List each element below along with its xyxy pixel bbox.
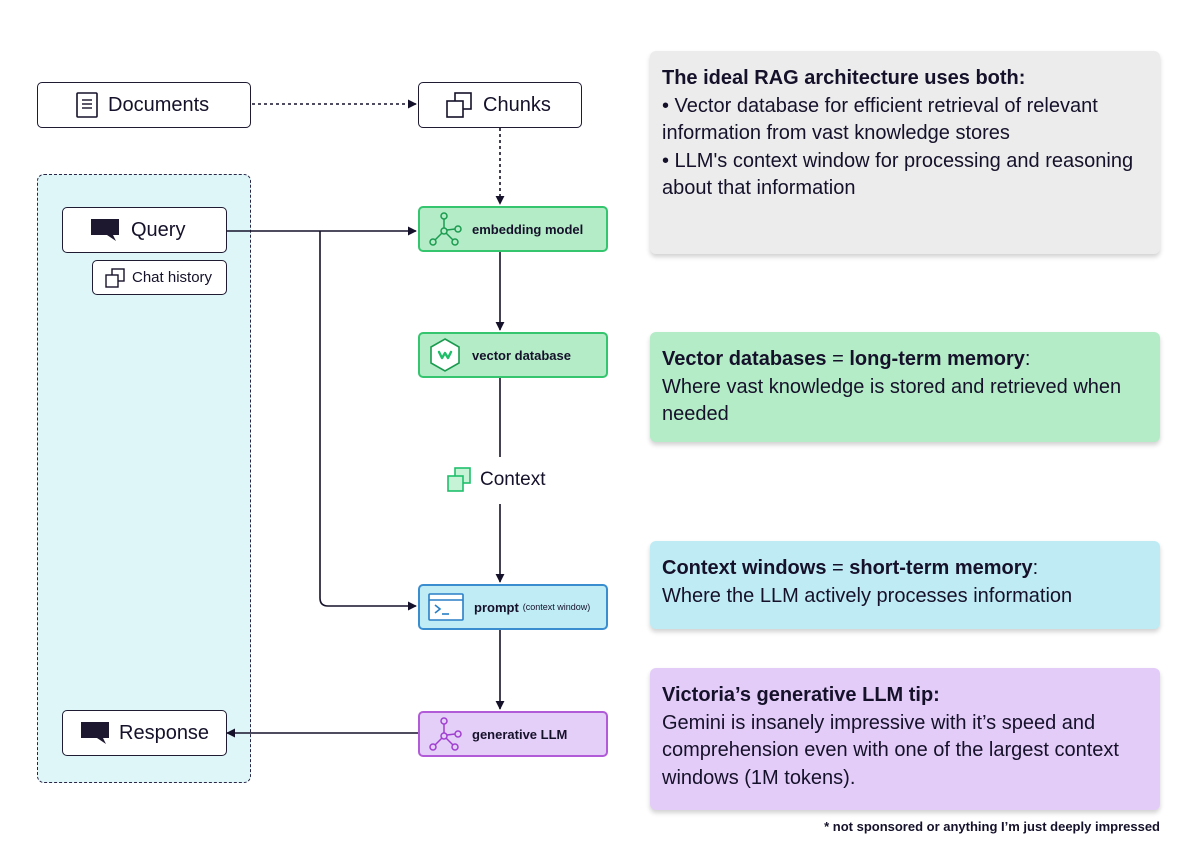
context-colon: : [1032,557,1039,579]
ideal-rag-title: The ideal RAG architecture uses both: [662,67,1026,89]
query-node: Query [62,207,227,253]
footnote: * not sponsored or anything I’m just dee… [824,819,1160,834]
llm-tip-card: Victoria’s generative LLM tip: Gemini is… [650,668,1160,810]
context-chunks-icon [446,467,472,493]
chunks-icon [445,92,473,118]
vector-database-label: vector database [472,347,571,363]
prompt-node: prompt (context window) [418,584,608,630]
context-definition: short-term memory [849,557,1033,579]
llm-network-icon [428,717,462,751]
response-node: Response [62,710,227,756]
chunks-node: Chunks [418,82,582,128]
embedding-model-label: embedding model [472,221,584,237]
chunks-label: Chunks [483,93,551,116]
context-memory-body: Where the LLM actively processes informa… [662,584,1073,607]
generative-llm-node: generative LLM [418,711,608,757]
response-label: Response [119,721,210,744]
embedding-model-node: embedding model [418,206,608,252]
vector-definition: long-term memory [849,348,1025,370]
query-label: Query [131,218,186,241]
document-icon [76,92,98,118]
arrow-query-to-prompt [319,231,417,611]
vector-memory-card: Vector databases = long-term memory: Whe… [650,332,1160,442]
network-icon [428,212,462,246]
terminal-icon [428,593,464,621]
vector-term: Vector databases [662,348,827,370]
context-node: Context [446,465,550,495]
documents-label: Documents [108,93,210,116]
prompt-label: prompt [474,599,519,615]
llm-tip-body: Gemini is insanely impressive with it’s … [662,711,1119,789]
vector-memory-body: Where vast knowledge is stored and retri… [662,375,1122,426]
chat-history-label: Chat history [132,269,213,286]
vector-colon: : [1024,348,1031,370]
vector-memory-heading: Vector databases = long-term memory: [662,346,1148,374]
llm-tip-title: Victoria’s generative LLM tip: [662,684,940,706]
documents-node: Documents [37,82,251,128]
vector-database-node: vector database [418,332,608,378]
prompt-sublabel: (context window) [522,602,591,612]
chat-history-icon [104,267,126,288]
ideal-rag-bullet-vector: • Vector database for efficient retrieva… [662,94,1098,145]
context-eq: = [826,557,850,579]
context-memory-heading: Context windows = short-term memory: [662,555,1148,583]
context-label: Context [480,469,546,490]
chat-bubble-icon [89,218,121,242]
chat-history-node: Chat history [92,260,227,295]
ideal-rag-card: The ideal RAG architecture uses both: • … [650,51,1160,254]
weaviate-hexagon-icon [428,337,462,373]
response-bubble-icon [79,721,111,745]
vector-eq: = [826,348,850,370]
context-term: Context windows [662,557,827,579]
context-memory-card: Context windows = short-term memory: Whe… [650,541,1160,629]
generative-llm-label: generative LLM [472,726,568,742]
ideal-rag-bullet-llm: • LLM's context window for processing an… [662,149,1134,200]
